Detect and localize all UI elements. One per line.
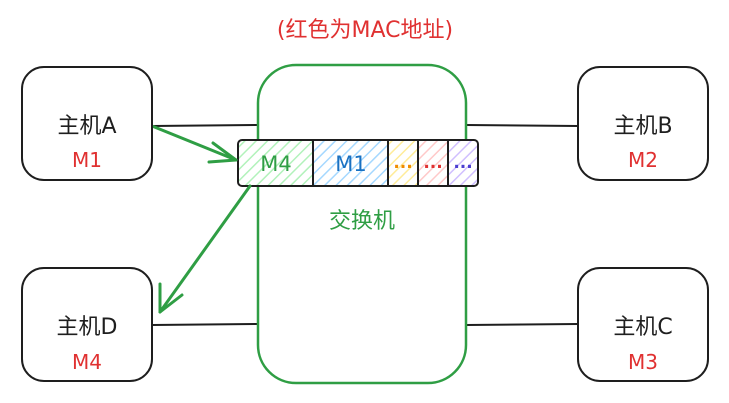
host-b-box — [577, 66, 709, 181]
link-host-c — [465, 323, 579, 326]
host-c-mac: M3 — [628, 350, 658, 374]
mac-cell-3 — [418, 140, 448, 186]
mac-cell-4 — [448, 140, 478, 186]
host-c: 主机C M3 — [577, 267, 709, 382]
arrow-host-a-to-table — [150, 124, 238, 164]
host-d-mac: M4 — [72, 350, 102, 374]
link-host-a — [151, 124, 259, 127]
host-d-box — [21, 267, 153, 382]
mac-table-border — [237, 139, 479, 187]
switch-label: 交换机 — [329, 209, 395, 234]
host-c-box — [577, 267, 709, 382]
mac-cell-0-text: M4 — [260, 152, 291, 176]
mac-cell-2-text: ... — [393, 153, 412, 173]
arrows — [150, 124, 252, 314]
host-c-name: 主机C — [613, 315, 672, 340]
host-b-name: 主机B — [613, 114, 672, 139]
host-a: 主机A M1 — [21, 66, 153, 181]
connection-lines — [151, 124, 579, 326]
host-a-box — [21, 66, 153, 181]
switch: 交换机 — [256, 63, 468, 385]
arrow-table-to-host-d — [158, 184, 252, 314]
mac-cell-0 — [238, 140, 313, 186]
mac-cell-4-text: ... — [453, 153, 472, 173]
caption: (红色为MAC地址) — [277, 18, 453, 43]
host-b-mac: M2 — [628, 148, 658, 172]
mac-cell-2 — [388, 140, 418, 186]
link-host-d — [151, 323, 259, 326]
link-host-b — [465, 124, 579, 127]
host-d: 主机D M4 — [21, 267, 153, 382]
mac-table: M4 M1 ... ... ... — [237, 139, 479, 187]
switch-box — [256, 63, 468, 385]
mac-cell-1-text: M1 — [335, 152, 366, 176]
mac-cell-3-text: ... — [423, 153, 442, 173]
host-a-mac: M1 — [72, 148, 102, 172]
host-d-name: 主机D — [57, 315, 118, 340]
mac-cell-1 — [313, 140, 388, 186]
host-a-name: 主机A — [57, 114, 116, 139]
host-b: 主机B M2 — [577, 66, 709, 181]
mac-table-dividers — [312, 140, 449, 186]
